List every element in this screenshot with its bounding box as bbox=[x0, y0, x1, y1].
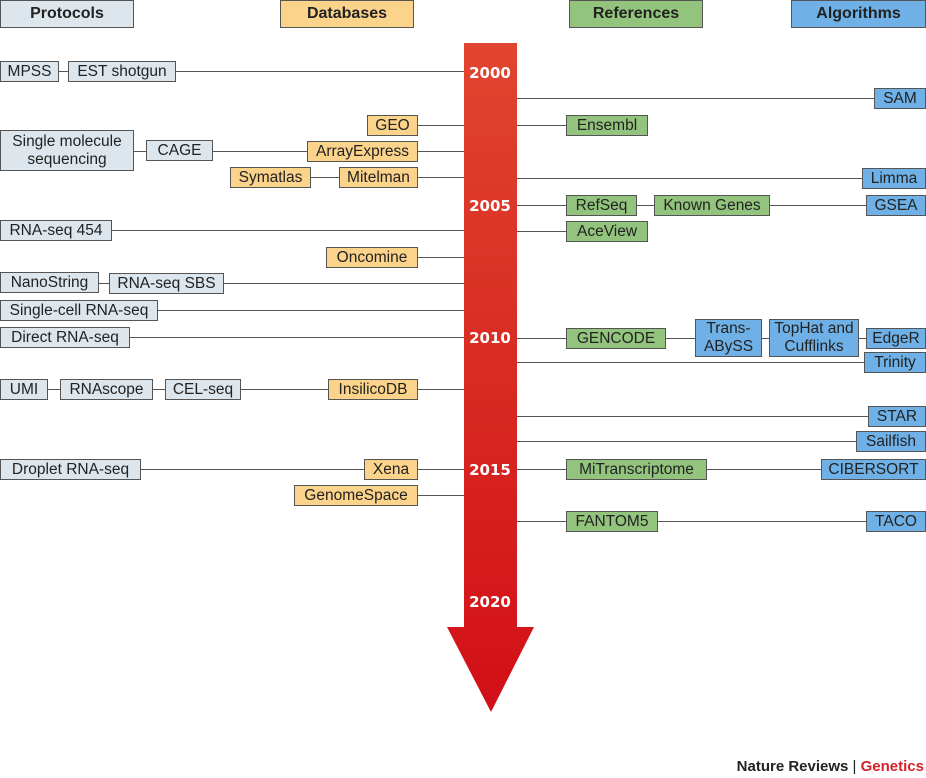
connector-line bbox=[516, 231, 568, 232]
connector-line bbox=[516, 178, 862, 179]
connector-line bbox=[112, 230, 464, 231]
reference-ensembl: Ensembl bbox=[566, 115, 648, 136]
algorithm-trans-abyss: Trans- ABySS bbox=[695, 319, 762, 357]
protocol-single-molecule-line2: sequencing bbox=[27, 150, 107, 168]
algorithm-gsea: GSEA bbox=[866, 195, 926, 216]
protocol-single-molecule-sequencing: Single molecule sequencing bbox=[0, 130, 134, 171]
connector-line bbox=[99, 283, 464, 284]
algorithm-trans-abyss-line2: ABySS bbox=[703, 338, 754, 355]
publisher-name: Nature Reviews bbox=[736, 758, 849, 775]
year-label: 2000 bbox=[469, 64, 511, 82]
connector-line bbox=[516, 362, 864, 363]
database-genomespace: GenomeSpace bbox=[294, 485, 418, 506]
algorithm-star: STAR bbox=[868, 406, 926, 427]
algorithm-sailfish: Sailfish bbox=[856, 431, 926, 452]
protocol-single-molecule-line1: Single molecule bbox=[12, 132, 122, 150]
algorithm-tophat-line2: Cufflinks bbox=[784, 338, 844, 355]
year-label: 2015 bbox=[469, 461, 511, 479]
header-protocols: Protocols bbox=[0, 0, 134, 28]
reference-mitranscriptome: MiTranscriptome bbox=[566, 459, 707, 480]
connector-line bbox=[516, 125, 568, 126]
database-xena: Xena bbox=[364, 459, 418, 480]
connector-line bbox=[418, 125, 464, 126]
algorithm-tophat-cufflinks: TopHat and Cufflinks bbox=[769, 319, 859, 357]
reference-aceview: AceView bbox=[566, 221, 648, 242]
protocol-nanostring: NanoString bbox=[0, 272, 99, 293]
header-algorithms: Algorithms bbox=[791, 0, 926, 28]
year-label: 2005 bbox=[469, 197, 511, 215]
connector-line bbox=[418, 257, 464, 258]
reference-fantom5: FANTOM5 bbox=[566, 511, 658, 532]
protocol-umi: UMI bbox=[0, 379, 48, 400]
connector-line bbox=[516, 98, 874, 99]
connector-line bbox=[418, 495, 464, 496]
database-symatlas: Symatlas bbox=[230, 167, 311, 188]
database-mitelman: Mitelman bbox=[339, 167, 418, 188]
protocol-single-cell-rnaseq: Single-cell RNA-seq bbox=[0, 300, 158, 321]
database-arrayexpress: ArrayExpress bbox=[307, 141, 418, 162]
database-insilicodb: InsilicoDB bbox=[328, 379, 418, 400]
connector-line bbox=[516, 441, 856, 442]
credit-separator: | bbox=[852, 758, 857, 775]
connector-line bbox=[141, 469, 464, 470]
journal-name: Genetics bbox=[860, 758, 924, 775]
protocol-rnaseq-454: RNA-seq 454 bbox=[0, 220, 112, 241]
database-geo: GEO bbox=[367, 115, 418, 136]
reference-known-genes: Known Genes bbox=[654, 195, 770, 216]
protocol-cage: CAGE bbox=[146, 140, 213, 161]
protocol-droplet-rnaseq: Droplet RNA-seq bbox=[0, 459, 141, 480]
connector-line bbox=[158, 310, 464, 311]
header-references: References bbox=[569, 0, 703, 28]
algorithm-cibersort: CIBERSORT bbox=[821, 459, 926, 480]
connector-line bbox=[516, 338, 866, 339]
protocol-est-shotgun: EST shotgun bbox=[68, 61, 176, 82]
year-label: 2020 bbox=[469, 593, 511, 611]
connector-line bbox=[48, 389, 464, 390]
protocol-rnaseq-sbs: RNA-seq SBS bbox=[109, 273, 224, 294]
algorithm-trinity: Trinity bbox=[864, 352, 926, 373]
algorithm-tophat-line1: TopHat and bbox=[774, 320, 854, 337]
year-label: 2010 bbox=[469, 329, 511, 347]
database-oncomine: Oncomine bbox=[326, 247, 418, 268]
connector-line bbox=[516, 416, 868, 417]
header-databases: Databases bbox=[280, 0, 414, 28]
connector-line bbox=[516, 521, 866, 522]
algorithm-taco: TACO bbox=[866, 511, 926, 532]
reference-gencode: GENCODE bbox=[566, 328, 666, 349]
reference-refseq: RefSeq bbox=[566, 195, 637, 216]
protocol-mpss: MPSS bbox=[0, 61, 59, 82]
protocol-cel-seq: CEL-seq bbox=[165, 379, 241, 400]
algorithm-trans-abyss-line1: Trans- bbox=[706, 320, 751, 337]
protocol-direct-rnaseq: Direct RNA-seq bbox=[0, 327, 130, 348]
connector-line bbox=[133, 151, 464, 152]
connector-line bbox=[40, 71, 464, 72]
algorithm-limma: Limma bbox=[862, 168, 926, 189]
publisher-credit: Nature Reviews | Genetics bbox=[737, 758, 924, 775]
algorithm-edger: EdgeR bbox=[866, 328, 926, 349]
protocol-rnascope: RNAscope bbox=[60, 379, 153, 400]
connector-line bbox=[130, 337, 464, 338]
algorithm-sam: SAM bbox=[874, 88, 926, 109]
